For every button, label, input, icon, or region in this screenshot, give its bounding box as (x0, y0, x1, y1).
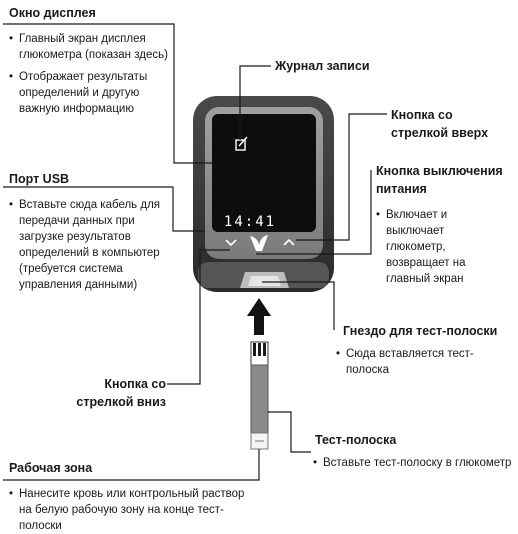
power-button-title: Кнопка выключения питания (376, 164, 503, 196)
insert-arrow-icon (247, 298, 271, 335)
down-arrow-button[interactable] (225, 239, 237, 247)
test-strip (250, 341, 269, 450)
work-area-bullets: Нанесите кровь или контрольный раствор н… (9, 486, 259, 534)
test-strip-bullets: Вставьте тест-полоску в глюкометр (313, 455, 516, 471)
butterfly-icon (250, 235, 268, 251)
strip-port-title: Гнездо для тест-полоски (343, 324, 498, 338)
power-button-bullets: Включает и выключает глюкометр, возвраща… (376, 207, 501, 287)
display-window-title: Окно дисплея (9, 6, 96, 20)
chevron-up-icon (283, 238, 295, 246)
list-item: Главный экран дисплея глюкометра (показа… (9, 31, 169, 63)
chevron-down-icon (225, 239, 237, 247)
usb-port-bullets: Вставьте сюда кабель для передачи данных… (9, 197, 171, 293)
work-area-title: Рабочая зона (9, 461, 93, 475)
list-item: Отображает результаты определений и друг… (9, 69, 169, 117)
strip-port-bullets: Сюда вставляется тест-полоска (336, 346, 516, 378)
glucometer: 14:41 (193, 96, 334, 292)
list-item: Сюда вставляется тест-полоска (336, 346, 516, 378)
test-strip-title: Тест-полоска (315, 433, 397, 447)
down-button-title: Кнопка со стрелкой вниз (76, 377, 166, 409)
logbook-title: Журнал записи (275, 59, 370, 73)
up-button-title: Кнопка со стрелкой вверх (391, 108, 489, 140)
list-item: Нанесите кровь или контрольный раствор н… (9, 486, 259, 534)
list-item: Вставьте сюда кабель для передачи данных… (9, 197, 171, 293)
list-item: Вставьте тест-полоску в глюкометр (313, 455, 516, 471)
list-item: Включает и выключает глюкометр, возвраща… (376, 207, 501, 287)
time-display: 14:41 (224, 214, 276, 230)
meter-screen (212, 114, 316, 232)
power-button[interactable] (250, 235, 268, 251)
up-arrow-button[interactable] (283, 238, 295, 246)
leader-lines (3, 23, 387, 481)
glucometer-diagram: 14:41 (3, 23, 387, 481)
usb-port-title: Порт USB (9, 172, 70, 186)
display-window-bullets: Главный экран дисплея глюкометра (показа… (9, 31, 169, 117)
